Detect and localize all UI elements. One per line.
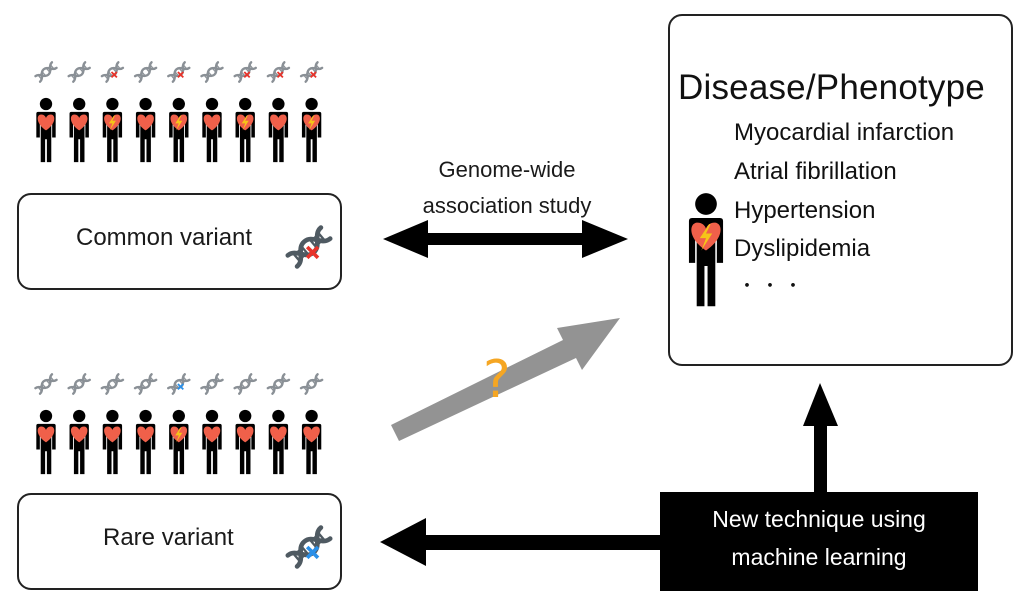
common-variant-label: Common variant	[76, 224, 253, 251]
variant-mark-icon	[276, 71, 284, 79]
dna-icon	[133, 373, 158, 395]
person-icon	[135, 409, 156, 475]
ml-to-rare-arrow	[380, 518, 665, 566]
dna-icon	[167, 61, 191, 83]
person-icon	[268, 409, 289, 475]
person-icon	[169, 409, 189, 475]
ml-box-line2: machine learning	[731, 544, 907, 570]
variant-mark-icon	[310, 71, 317, 79]
dna-icon	[233, 373, 257, 395]
person-icon	[36, 97, 56, 163]
gwas-label-line1: Genome-wide	[438, 157, 576, 182]
heart-icon	[203, 114, 221, 131]
person-icon	[301, 97, 322, 163]
person-icon	[688, 193, 724, 307]
heart-icon	[70, 114, 88, 131]
phenotype-item: Dyslipidemia	[734, 235, 871, 262]
variant-mark-icon	[177, 383, 184, 391]
dna-icon	[233, 61, 257, 83]
lightning-icon	[175, 115, 183, 131]
lightning-icon	[699, 224, 713, 251]
gwas-label: Genome-wide association study	[377, 152, 637, 224]
heart-icon	[37, 114, 55, 131]
variant-mark-icon	[305, 245, 320, 260]
dna-icon	[34, 373, 58, 395]
rare-variant-box: Rare variant	[17, 493, 342, 590]
rare-variant-label: Rare variant	[103, 524, 234, 551]
person-icon	[69, 409, 89, 475]
dna-icon	[200, 61, 224, 83]
heart-icon	[137, 426, 154, 443]
heart-icon	[104, 426, 121, 443]
dna-icon	[100, 373, 125, 395]
lightning-icon	[175, 427, 183, 443]
person-icon	[301, 409, 322, 475]
person-icon	[202, 97, 222, 163]
phenotype-item: Myocardial infarction	[734, 119, 955, 146]
person-icon	[102, 97, 123, 163]
dna-icon	[299, 61, 324, 83]
dna-variant-red-icon	[285, 225, 333, 269]
heart-icon	[303, 426, 320, 443]
heart-icon	[270, 426, 287, 443]
common-variant-box: Common variant	[17, 193, 342, 290]
heart-icon	[203, 426, 221, 443]
gwas-double-arrow	[383, 220, 628, 258]
dna-icon	[67, 61, 91, 83]
person-icon	[36, 409, 56, 475]
ml-to-phenotype-arrow	[803, 383, 838, 493]
dna-icon	[266, 61, 291, 83]
lightning-icon	[241, 115, 249, 131]
heart-icon	[37, 426, 55, 443]
variant-mark-icon	[243, 71, 251, 79]
ml-box-line1: New technique using	[712, 506, 926, 532]
variant-mark-icon	[305, 545, 320, 560]
dna-variant-blue-icon	[285, 525, 333, 569]
person-icon	[268, 97, 289, 163]
variant-mark-icon	[110, 71, 118, 79]
person-icon	[202, 409, 222, 475]
person-icon	[169, 97, 189, 163]
dna-icon	[100, 61, 125, 83]
heart-icon	[70, 426, 88, 443]
gwas-label-line2: association study	[422, 193, 592, 218]
question-mark: ?	[483, 350, 511, 410]
dna-icon	[285, 525, 333, 569]
dna-icon	[285, 225, 333, 269]
affected-person-icon	[688, 193, 724, 307]
heart-icon	[236, 426, 254, 443]
dna-icon	[200, 373, 224, 395]
person-icon	[69, 97, 89, 163]
dna-icon	[67, 373, 91, 395]
heart-icon	[137, 114, 154, 131]
dna-icon	[133, 61, 158, 83]
lightning-icon	[308, 115, 316, 131]
person-icon	[235, 409, 255, 475]
dna-icon	[34, 61, 58, 83]
phenotype-box: Disease/Phenotype Myocardial infarction …	[668, 14, 1013, 366]
person-icon	[235, 97, 255, 163]
phenotype-item: Hypertension	[734, 197, 876, 224]
uncertain-gray-arrow	[391, 318, 620, 441]
phenotype-title: Disease/Phenotype	[678, 68, 985, 107]
heart-icon	[270, 114, 287, 131]
variant-mark-icon	[177, 71, 184, 79]
phenotype-ellipsis: ・ ・ ・	[738, 276, 803, 296]
person-icon	[102, 409, 123, 475]
person-icon	[135, 97, 156, 163]
lightning-icon	[108, 115, 116, 131]
dna-icon	[167, 373, 191, 395]
machine-learning-box: New technique using machine learning	[660, 492, 978, 591]
phenotype-item: Atrial fibrillation	[734, 158, 897, 185]
dna-icon	[266, 373, 291, 395]
dna-icon	[299, 373, 324, 395]
